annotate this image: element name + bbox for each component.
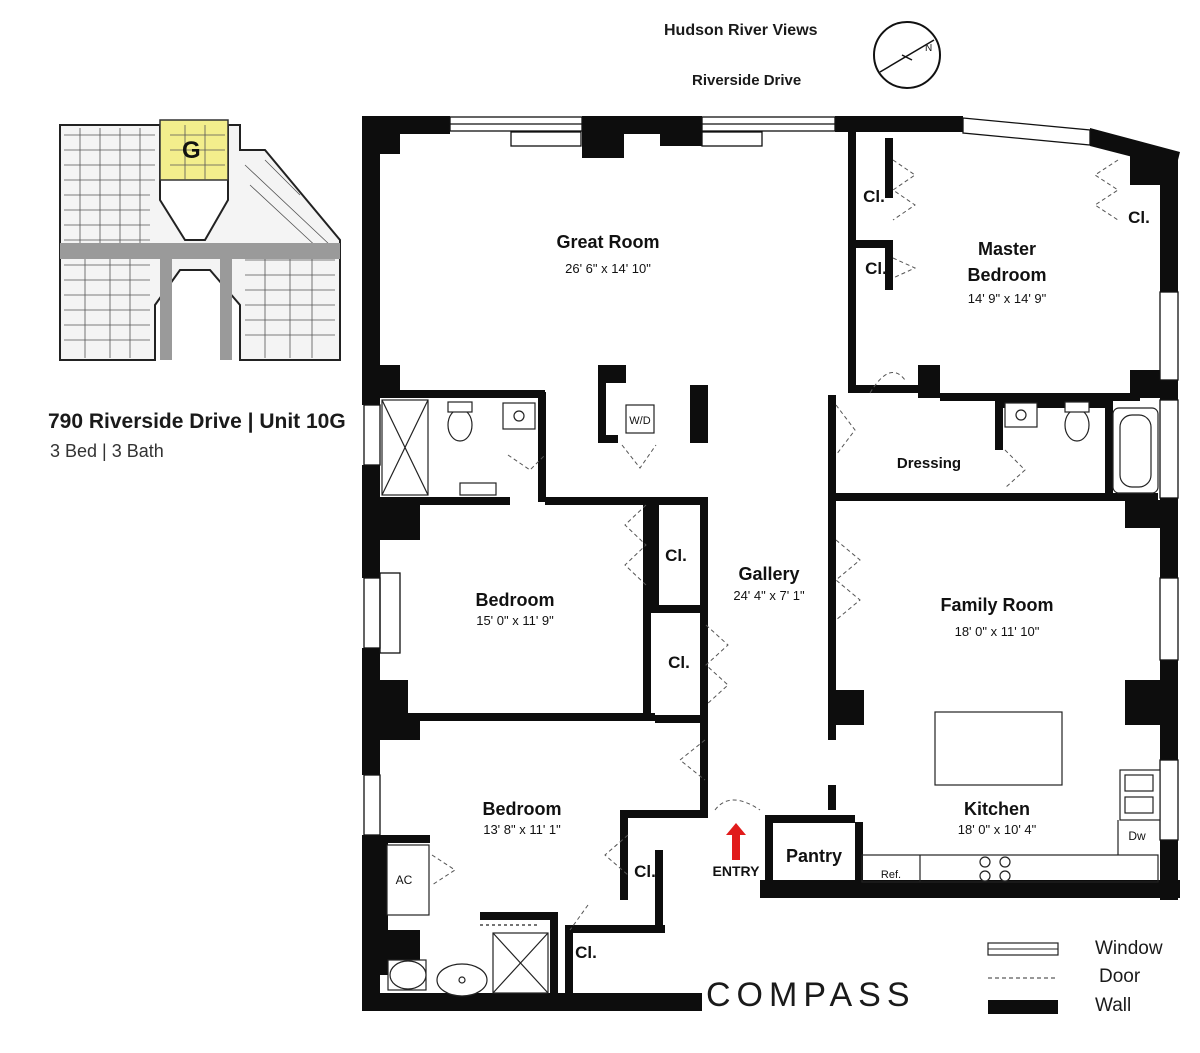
master-bedroom-dims: 14' 9" x 14' 9" — [968, 291, 1047, 306]
legend-wall-swatch — [988, 1000, 1058, 1014]
closet-label: Cl. — [634, 862, 656, 881]
listing-subtitle: 3 Bed | 3 Bath — [50, 441, 164, 461]
windows — [363, 116, 1179, 841]
street-label: Riverside Drive — [692, 72, 802, 89]
entry-label: ENTRY — [713, 863, 761, 879]
doors — [431, 159, 1119, 931]
closet-label: Cl. — [863, 187, 885, 206]
fixtures — [381, 399, 1161, 997]
closet-label: Cl. — [1128, 208, 1150, 227]
keyplan-unit-letter: G — [182, 137, 201, 164]
great-room-dims: 26' 6" x 14' 10" — [565, 261, 651, 276]
legend-window-label: Window — [1095, 938, 1163, 959]
wd-label: W/D — [629, 415, 650, 427]
entry-arrow-icon — [726, 823, 746, 860]
pantry-label: Pantry — [786, 846, 842, 866]
toilet-icon — [1064, 408, 1090, 442]
family-room-label: Family Room — [940, 595, 1053, 615]
dressing-label: Dressing — [897, 455, 961, 472]
north-arrow-icon: N — [873, 21, 941, 89]
dw-label: Dw — [1128, 829, 1146, 843]
view-label: Hudson River Views — [664, 22, 818, 39]
closet-label: Cl. — [575, 943, 597, 962]
legend-door-label: Door — [1099, 966, 1141, 987]
family-room-dims: 18' 0" x 11' 10" — [955, 624, 1040, 639]
toilet-icon — [389, 960, 427, 990]
brand-logo: COMPASS — [706, 976, 916, 1014]
bedroom-1-dims: 15' 0" x 11' 9" — [476, 613, 554, 628]
closet-label: Cl. — [668, 653, 690, 672]
listing-title: 790 Riverside Drive | Unit 10G — [48, 410, 346, 433]
key-plan: G — [59, 119, 341, 361]
master-bedroom-label-2: Bedroom — [967, 265, 1046, 285]
bedroom-1-label: Bedroom — [475, 590, 554, 610]
closet-label: Cl. — [665, 546, 687, 565]
kitchen-label: Kitchen — [964, 799, 1030, 819]
master-bedroom-label-1: Master — [978, 239, 1036, 259]
closet-label: Cl. — [865, 259, 887, 278]
great-room-label: Great Room — [556, 232, 659, 252]
toilet-icon — [447, 408, 473, 442]
legend-wall-label: Wall — [1095, 995, 1132, 1016]
walls — [362, 116, 1180, 1011]
ref-label: Ref. — [881, 869, 901, 881]
ac-label: AC — [396, 873, 413, 887]
room-labels: Great Room 26' 6" x 14' 10" Master Bedro… — [396, 187, 1150, 962]
kitchen-dims: 18' 0" x 10' 4" — [958, 822, 1037, 837]
gallery-label: Gallery — [738, 564, 799, 584]
gallery-dims: 24' 4" x 7' 1" — [733, 588, 805, 603]
bedroom-2-dims: 13' 8" x 11' 1" — [483, 822, 561, 837]
bedroom-2-label: Bedroom — [482, 799, 561, 819]
legend — [987, 942, 1059, 1014]
svg-text:N: N — [925, 43, 932, 54]
